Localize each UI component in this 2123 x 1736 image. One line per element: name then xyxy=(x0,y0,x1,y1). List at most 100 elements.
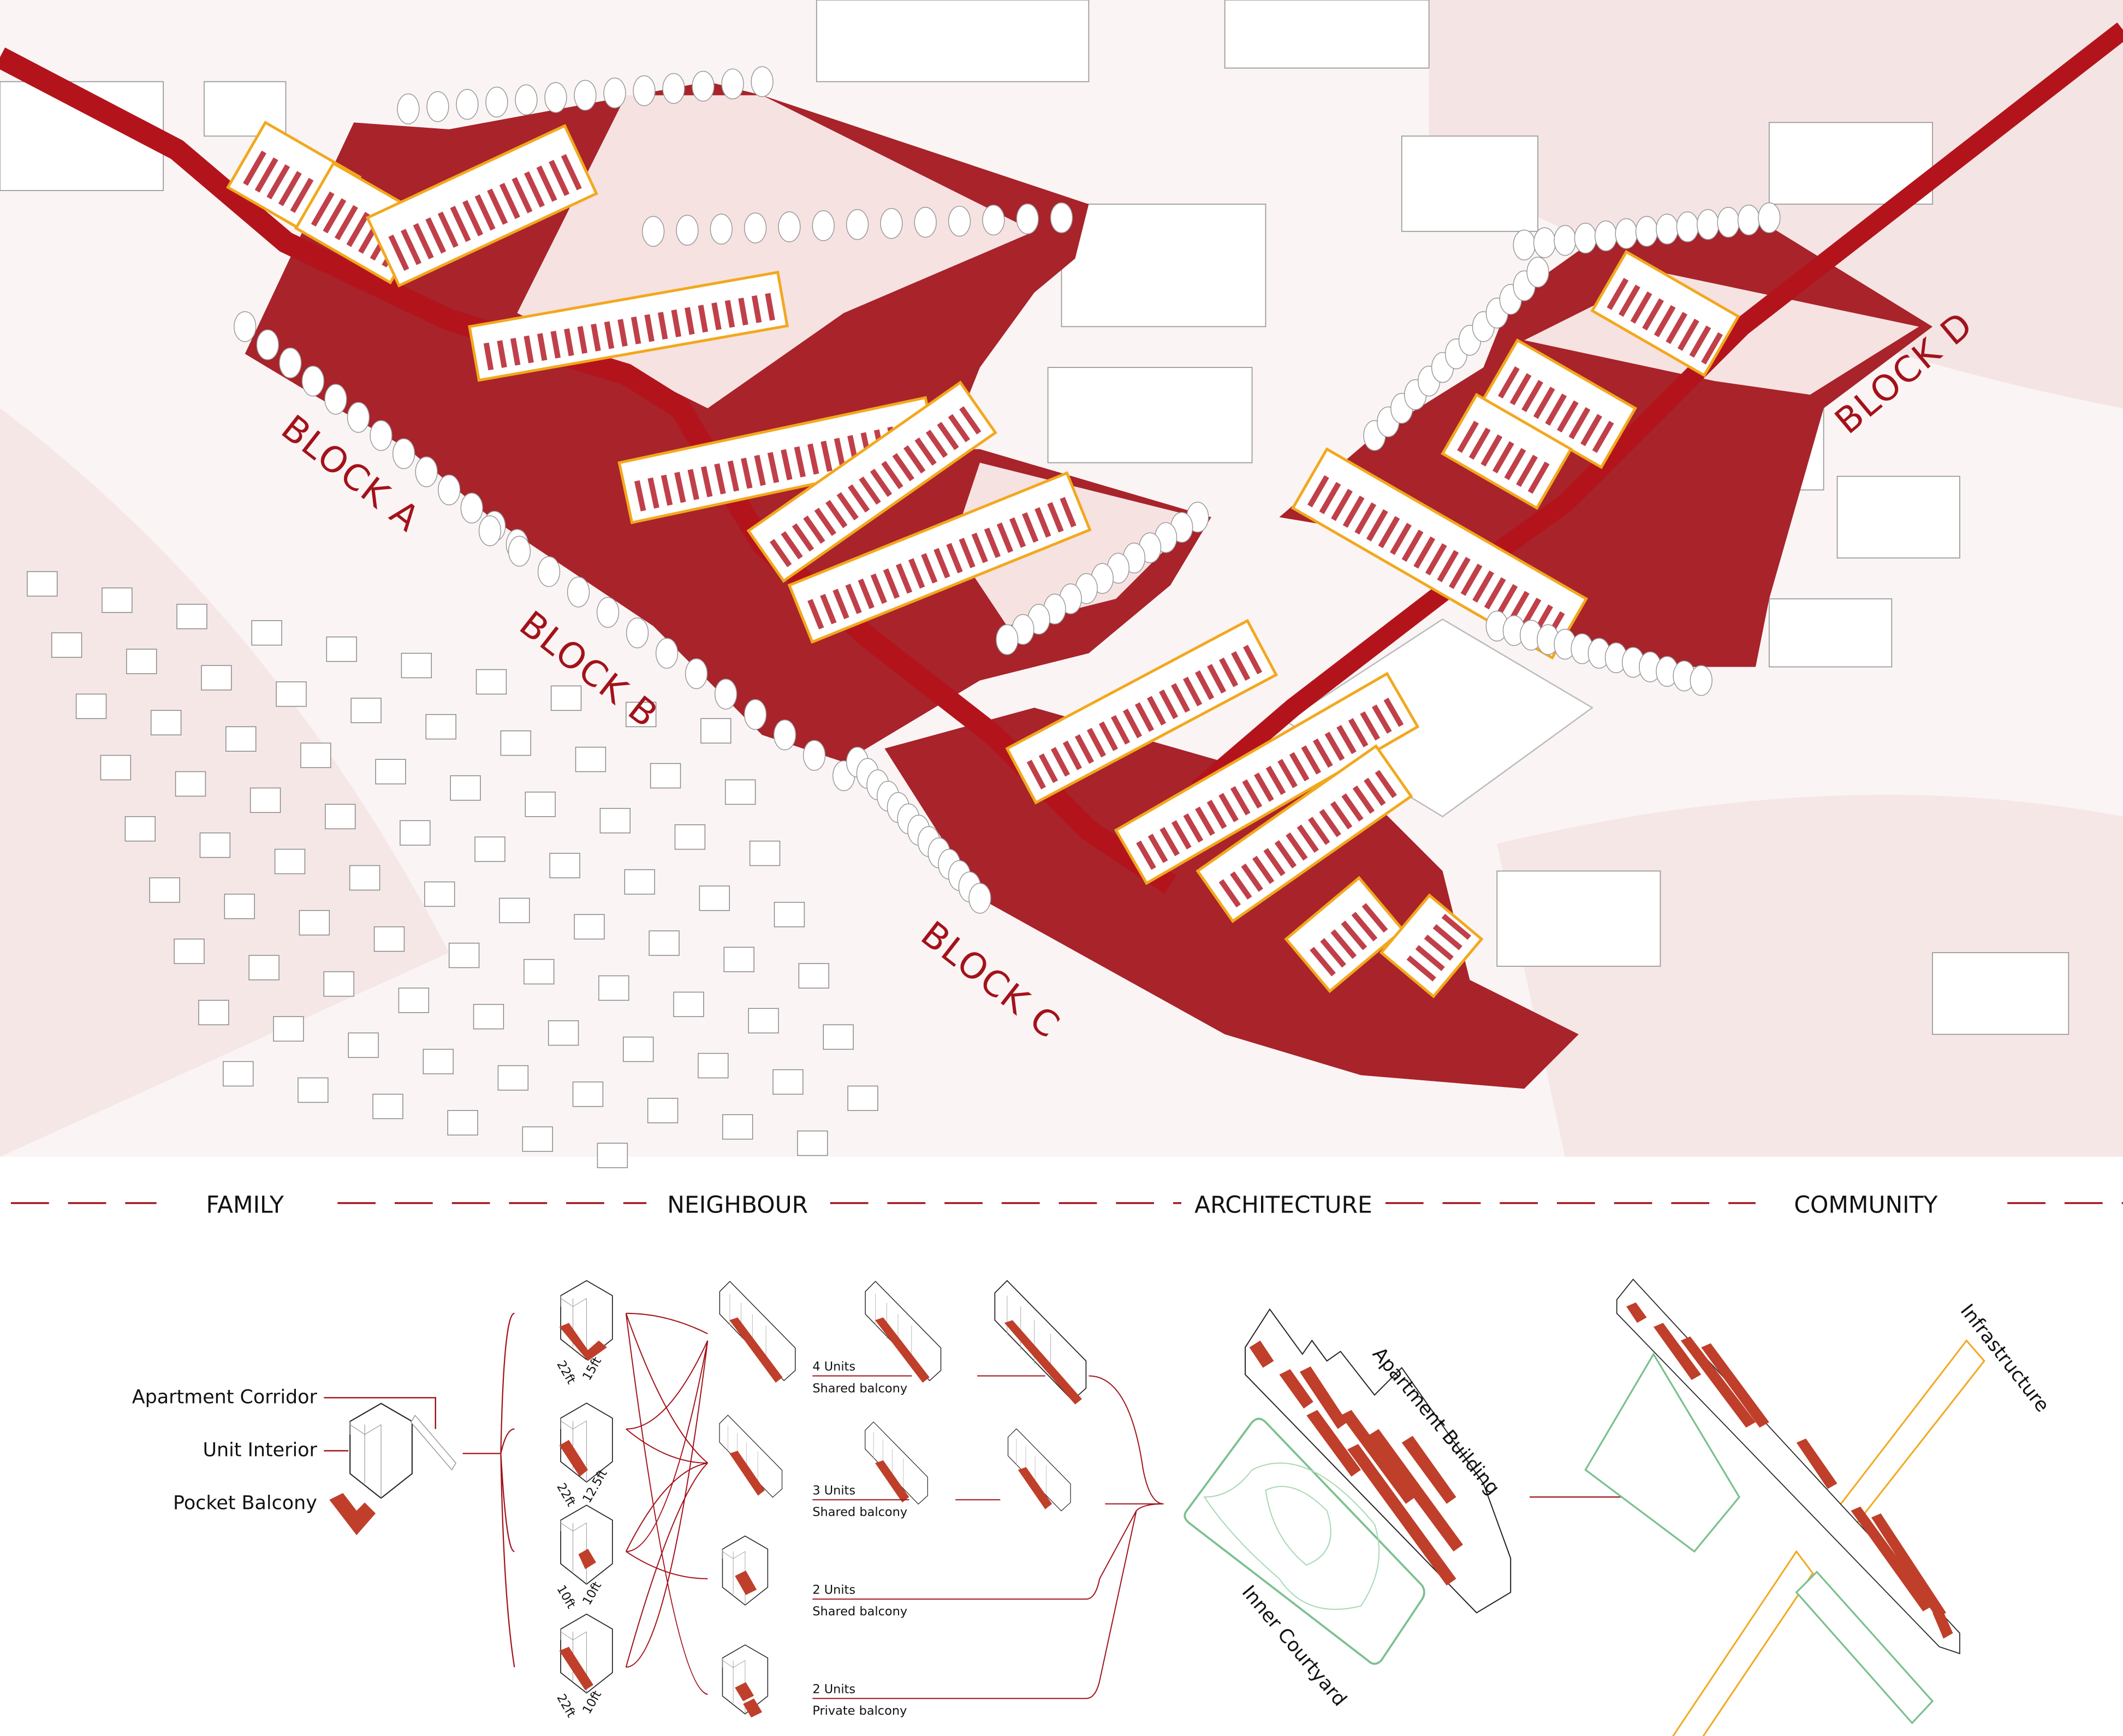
balcony-mark xyxy=(727,460,740,492)
balcony-mark xyxy=(914,437,937,466)
dimension-width: 22ft xyxy=(554,1692,578,1720)
balcony-mark xyxy=(1413,536,1436,569)
house xyxy=(401,652,432,679)
balcony-mark xyxy=(959,406,982,435)
balcony-mark xyxy=(1122,709,1143,739)
house xyxy=(124,816,156,842)
combo-count: 3 Units xyxy=(812,1483,855,1497)
balcony-mark xyxy=(671,309,681,337)
tree xyxy=(1656,213,1679,245)
tree xyxy=(1615,218,1638,249)
balcony-mark xyxy=(323,198,347,234)
label-pocket-balcony: Pocket Balcony xyxy=(173,1493,317,1514)
apartment-building xyxy=(1379,893,1484,998)
house xyxy=(400,820,431,846)
balcony-mark xyxy=(559,1323,607,1361)
balcony-mark xyxy=(803,515,825,544)
tree xyxy=(1737,204,1761,236)
balcony-mark xyxy=(700,466,713,497)
balcony-mark xyxy=(510,337,521,366)
balcony-mark xyxy=(644,314,655,342)
house xyxy=(276,681,307,707)
house xyxy=(550,685,582,711)
balcony-mark xyxy=(1366,509,1388,542)
building-outline xyxy=(468,270,789,382)
balcony-mark xyxy=(1364,777,1386,806)
balcony-mark xyxy=(1390,522,1412,555)
apartment-building xyxy=(1284,876,1405,994)
balcony-mark xyxy=(564,328,574,356)
pocket-balcony-icon xyxy=(329,1493,376,1536)
house xyxy=(450,775,481,801)
house xyxy=(500,730,532,756)
house xyxy=(251,620,282,646)
balcony-mark xyxy=(1331,489,1353,521)
house xyxy=(375,759,406,784)
house xyxy=(248,955,280,980)
balcony-mark xyxy=(1026,759,1046,789)
balcony-mark xyxy=(1277,759,1298,788)
house xyxy=(748,1008,779,1033)
balcony-mark xyxy=(1533,387,1555,419)
balcony-mark xyxy=(1375,770,1397,799)
balcony-mark xyxy=(1342,495,1365,528)
balcony-mark xyxy=(724,300,735,328)
building-outline xyxy=(1590,249,1740,377)
apartment-building xyxy=(468,270,789,382)
house xyxy=(224,894,255,919)
balcony-mark xyxy=(1310,947,1336,977)
four-unit-block-icon xyxy=(719,1281,796,1381)
connector-lines xyxy=(812,1375,1164,1699)
house xyxy=(575,746,606,772)
tree xyxy=(1690,665,1712,696)
tree xyxy=(478,515,502,546)
house xyxy=(723,947,754,972)
balcony-mark xyxy=(674,472,686,503)
balcony-mark xyxy=(767,451,780,483)
balcony-mark xyxy=(1509,373,1532,406)
house xyxy=(425,714,456,740)
balcony-mark xyxy=(1313,738,1333,768)
balcony-mark xyxy=(1519,597,1542,630)
tree xyxy=(751,66,774,97)
house xyxy=(847,1085,878,1111)
balcony-mark xyxy=(765,293,775,321)
house xyxy=(323,971,354,997)
balcony-mark xyxy=(870,468,893,497)
balcony-mark xyxy=(243,150,267,186)
balcony-mark xyxy=(881,461,903,489)
tree xyxy=(1758,202,1781,234)
balcony-mark xyxy=(1460,563,1483,596)
balcony-mark xyxy=(1206,799,1227,829)
balcony-marks xyxy=(1626,1302,1953,1639)
balcony-mark xyxy=(497,340,507,368)
apartment-building xyxy=(1590,249,1740,377)
balcony-mark xyxy=(1319,808,1341,837)
apartment-building xyxy=(1441,393,1573,510)
balcony-mark xyxy=(1231,651,1251,681)
house xyxy=(673,991,704,1018)
tree xyxy=(456,88,479,120)
balcony-mark xyxy=(1050,747,1071,777)
balcony-mark xyxy=(1424,935,1454,961)
tree xyxy=(1533,227,1556,258)
courtyard-contours xyxy=(1203,1462,1380,1610)
tree xyxy=(1526,257,1549,288)
balcony-mark xyxy=(1230,786,1251,816)
house xyxy=(722,1114,753,1140)
balcony-mark xyxy=(1689,325,1711,358)
house xyxy=(474,836,506,862)
balcony-mark xyxy=(450,206,471,242)
house xyxy=(201,665,232,691)
balcony-mark xyxy=(1425,543,1447,576)
balcony-mark xyxy=(1195,670,1215,700)
balcony-mark xyxy=(741,457,753,489)
house xyxy=(597,1143,628,1168)
balcony-mark xyxy=(807,599,824,629)
house xyxy=(149,877,180,903)
architecture-diagram: Apartment Building Inner Courtyard xyxy=(1184,1308,1640,1710)
balcony-mark xyxy=(1320,938,1347,968)
balcony-mark xyxy=(1336,724,1357,754)
balcony-mark xyxy=(1241,863,1263,892)
balcony-mark xyxy=(946,543,963,574)
